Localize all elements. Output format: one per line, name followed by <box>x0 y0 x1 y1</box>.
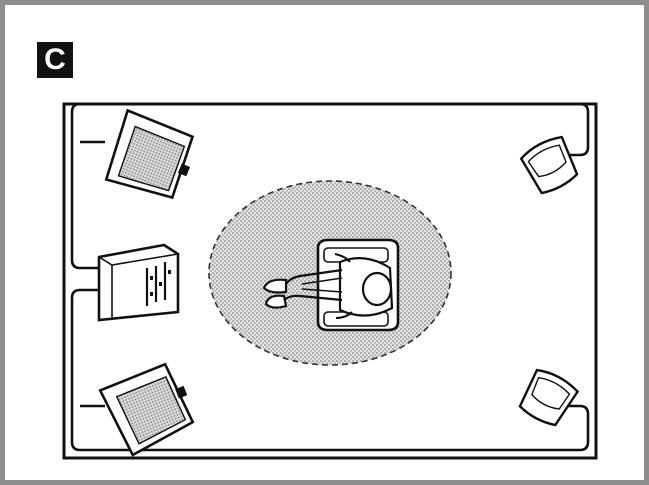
speaker-wires <box>70 102 590 452</box>
listener <box>262 238 400 332</box>
front-left-speaker <box>104 108 195 200</box>
panel-label: C <box>37 42 73 78</box>
rear-left-speaker <box>98 362 195 457</box>
receiver <box>97 243 180 322</box>
front-right-speaker <box>519 135 579 195</box>
rear-right-speaker <box>518 368 580 427</box>
